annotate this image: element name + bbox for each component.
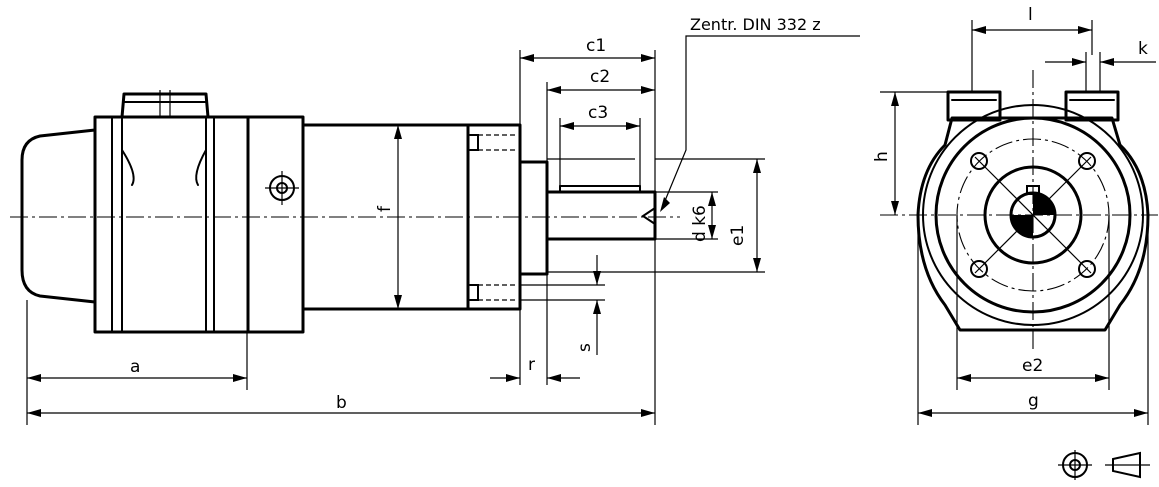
dim-d-label: d k6	[690, 205, 710, 242]
projection-cone-icon	[1105, 451, 1150, 479]
dim-e2-label: e2	[1022, 356, 1043, 376]
terminal-boss-left	[946, 90, 1002, 122]
dim-e1-label: e1	[728, 225, 748, 246]
dim-c3-label: c3	[588, 103, 608, 123]
dim-c2-label: c2	[590, 67, 610, 87]
dim-k-label: k	[1138, 39, 1148, 59]
side-dimensions: a b c1 c2 c3	[26, 15, 860, 425]
motor-end-cap	[20, 128, 97, 304]
centering-note: Zentr. DIN 332 z	[690, 15, 821, 34]
dim-b-label: b	[336, 393, 347, 413]
output-shaft	[545, 190, 657, 241]
projection-circle-icon	[1058, 450, 1092, 480]
terminal-box	[120, 92, 210, 119]
dim-a-label: a	[130, 357, 140, 377]
dim-f-label: f	[375, 205, 395, 212]
side-view	[10, 90, 680, 334]
projection-symbol	[1058, 450, 1150, 480]
front-view	[880, 70, 1158, 350]
front-housing	[916, 116, 1150, 332]
terminal-boss-right	[1064, 90, 1120, 122]
gearbox-housing	[301, 123, 470, 311]
output-flange	[518, 160, 549, 276]
dim-r-label: r	[528, 355, 535, 375]
motor-housing	[93, 115, 250, 334]
dim-g-label: g	[1028, 391, 1039, 411]
front-dimensions: l k h e2 g	[872, 5, 1156, 425]
dim-h-label: h	[872, 151, 892, 162]
dim-l-label: l	[1028, 5, 1033, 25]
dim-s-label: s	[575, 343, 595, 352]
dim-c1-label: c1	[586, 36, 606, 56]
